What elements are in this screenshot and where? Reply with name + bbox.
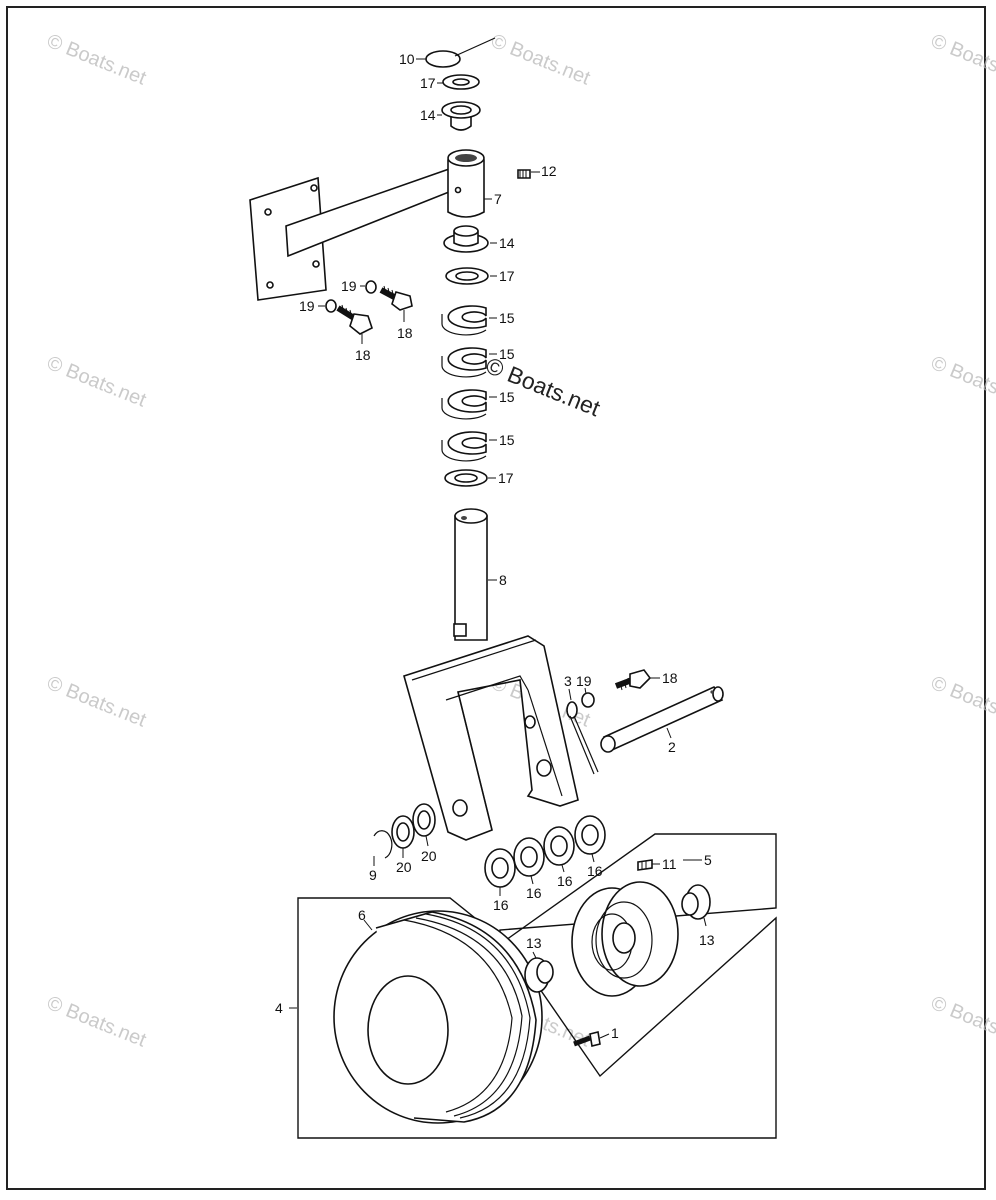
callout-13: 13 — [526, 935, 542, 951]
part-14-bushing-top — [441, 101, 481, 131]
callout-18: 18 — [397, 325, 413, 341]
callout-15: 15 — [499, 346, 515, 362]
part-12-screw — [517, 169, 531, 179]
part-15-spacer-1 — [441, 305, 487, 336]
part-20-washer-b — [412, 803, 436, 837]
callout-6: 6 — [358, 907, 366, 923]
part-19-washer-c — [581, 692, 595, 708]
callout-19: 19 — [341, 278, 357, 294]
part-18-bolt-c — [614, 669, 652, 691]
part-2-axle — [600, 685, 724, 753]
callout-16: 16 — [557, 873, 573, 889]
part-6-tire — [333, 910, 543, 1124]
callout-18: 18 — [355, 347, 371, 363]
callout-13: 13 — [699, 932, 715, 948]
callout-15: 15 — [499, 310, 515, 326]
part-15-spacer-3 — [441, 389, 487, 420]
part-19-washer-a — [365, 280, 377, 294]
callout-18: 18 — [662, 670, 678, 686]
callout-16: 16 — [493, 897, 509, 913]
part-16-bearing-b — [513, 837, 545, 877]
diagram-frame — [6, 6, 986, 1190]
callout-15: 15 — [499, 432, 515, 448]
part-18-bolt-b — [336, 304, 373, 335]
callout-16: 16 — [587, 863, 603, 879]
part-8-fork-shaft — [403, 508, 579, 841]
callout-7: 7 — [494, 191, 502, 207]
callout-4: 4 — [275, 1000, 283, 1016]
part-18-bolt-a — [379, 285, 413, 311]
part-9-clip — [373, 830, 393, 859]
callout-8: 8 — [499, 572, 507, 588]
part-16-bearing-c — [543, 826, 575, 866]
callout-14: 14 — [420, 107, 436, 123]
part-20-washer-a — [391, 815, 415, 849]
part-16-bearing-d — [574, 815, 606, 855]
part-5-rim-hub — [571, 881, 679, 997]
part-3-cotter-pin — [566, 701, 599, 775]
part-1-bolt — [573, 1031, 601, 1047]
callout-19: 19 — [576, 673, 592, 689]
part-15-spacer-4 — [441, 431, 487, 462]
part-13-hub-cap-right — [681, 884, 711, 920]
part-15-spacer-2 — [441, 347, 487, 378]
callout-2: 2 — [668, 739, 676, 755]
callout-19: 19 — [299, 298, 315, 314]
part-11-grease-fitting — [637, 859, 653, 871]
callout-11: 11 — [662, 856, 677, 872]
callout-17: 17 — [499, 268, 515, 284]
part-13-hub-cap-left — [524, 957, 554, 993]
callout-1: 1 — [611, 1025, 619, 1041]
callout-15: 15 — [499, 389, 515, 405]
callout-3: 3 — [564, 673, 572, 689]
callout-12: 12 — [541, 163, 557, 179]
part-17-washer-top — [442, 74, 480, 90]
part-17-washer-lower — [444, 469, 488, 487]
callout-5: 5 — [704, 852, 712, 868]
callout-17: 17 — [420, 75, 436, 91]
callout-14: 14 — [499, 235, 515, 251]
part-19-washer-b — [325, 299, 337, 313]
part-7-bracket-arm — [249, 149, 485, 301]
callout-17: 17 — [498, 470, 514, 486]
part-17-washer-mid — [445, 267, 489, 285]
callout-20: 20 — [421, 848, 437, 864]
part-10-ring-pin — [425, 37, 496, 68]
callout-10: 10 — [399, 51, 415, 67]
part-14-bushing-lower — [443, 225, 489, 253]
callout-20: 20 — [396, 859, 412, 875]
callout-9: 9 — [369, 867, 377, 883]
callout-16: 16 — [526, 885, 542, 901]
part-16-bearing-a — [484, 848, 516, 888]
